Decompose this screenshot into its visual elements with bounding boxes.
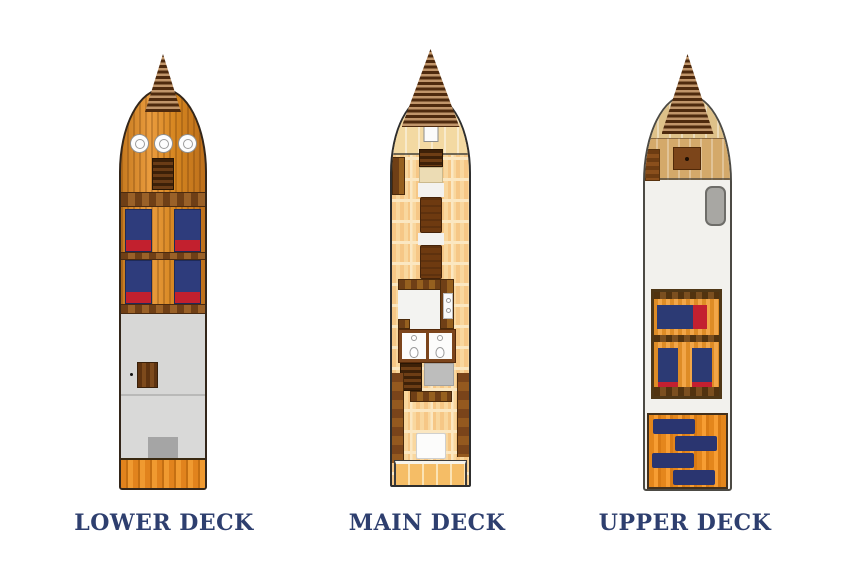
bathrooms	[398, 329, 456, 363]
upper-deck-plan	[643, 54, 732, 491]
companionway-stairs	[418, 149, 443, 167]
stern-sun-deck	[647, 413, 728, 489]
berth	[125, 260, 152, 304]
porthole-row	[121, 134, 205, 153]
dinghy	[705, 186, 726, 226]
port-bench	[392, 373, 404, 463]
galley	[398, 279, 454, 329]
shower-pan	[424, 363, 454, 386]
toilet-icon	[435, 347, 445, 358]
platform-frame	[654, 387, 719, 396]
bow-netting	[401, 49, 460, 127]
bulkhead	[121, 304, 205, 314]
sun-mat	[673, 470, 715, 485]
room-divider	[121, 394, 205, 396]
toilet-icon	[409, 347, 419, 358]
equipment-box	[148, 437, 178, 458]
stern-platform	[394, 460, 467, 485]
companionway-stairs	[152, 158, 174, 190]
helm-area	[645, 138, 730, 181]
low-table	[419, 245, 442, 279]
walkway-gap	[417, 233, 444, 245]
sun-platform	[651, 289, 722, 399]
pillow	[126, 240, 151, 251]
sun-mattress	[657, 305, 707, 329]
helm-console	[673, 147, 701, 170]
upper-deck-hull	[643, 94, 732, 491]
platform-frame	[654, 335, 719, 342]
bathroom	[428, 333, 452, 359]
porthole-icon	[177, 134, 197, 153]
starboard-bench	[457, 373, 469, 457]
pillow	[175, 240, 200, 251]
stove-sink-unit	[442, 293, 453, 319]
galley-cabinet	[398, 319, 410, 329]
berth	[125, 209, 152, 252]
galley-counter	[440, 279, 454, 329]
bow-netting	[145, 54, 181, 112]
aft-hold	[121, 396, 205, 458]
stern-planking	[121, 458, 205, 488]
bathroom	[402, 333, 426, 359]
lower-deck-plan	[119, 54, 207, 490]
fitting-dot	[130, 373, 133, 376]
sun-mat	[652, 453, 694, 468]
aft-bench	[410, 391, 452, 402]
sink-icon	[437, 335, 444, 341]
lower-deck-label: LOWER DECK	[74, 510, 254, 536]
dining-table	[415, 433, 446, 459]
porthole-icon	[153, 134, 173, 153]
main-deck-hull	[390, 95, 471, 487]
sun-mat	[675, 436, 717, 451]
burner-icon	[445, 308, 451, 313]
bow-netting	[661, 54, 714, 134]
upper-deck-label: UPPER DECK	[598, 510, 772, 536]
lower-deck-hull	[119, 88, 207, 490]
porthole-icon	[129, 134, 149, 153]
engine-room	[121, 314, 205, 394]
platform-frame	[654, 292, 719, 299]
side-locker	[645, 149, 660, 181]
berth	[174, 260, 201, 304]
storage-locker-band	[121, 192, 205, 207]
cabin-divider	[121, 252, 205, 260]
main-deck-plan	[390, 49, 471, 489]
pillow	[126, 292, 151, 303]
mattress-cushion	[693, 305, 707, 329]
pillow	[175, 292, 200, 303]
low-table	[419, 197, 442, 233]
burner-icon	[445, 298, 451, 303]
main-deck-label: MAIN DECK	[348, 510, 506, 536]
sun-mat	[653, 419, 695, 434]
berth	[174, 209, 201, 252]
side-locker	[392, 157, 405, 195]
walkway-gap	[417, 183, 444, 197]
sink-icon	[410, 335, 417, 341]
engine-crate	[137, 362, 158, 388]
stair-landing	[418, 167, 443, 183]
